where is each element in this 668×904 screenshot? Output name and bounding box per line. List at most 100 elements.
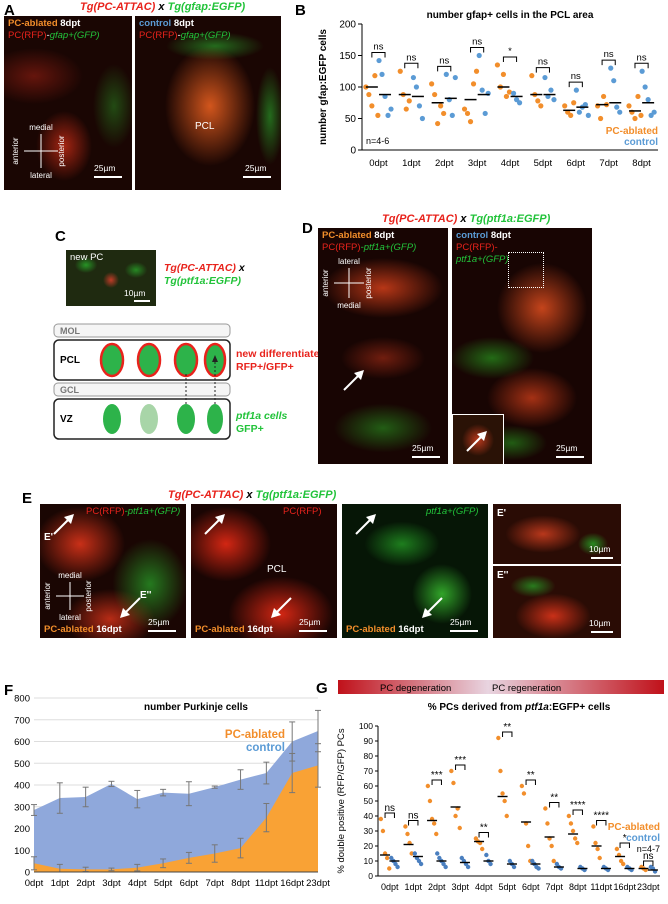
data-point [502, 798, 507, 804]
data-point [413, 84, 420, 90]
data-point [521, 791, 527, 796]
x-tick-label: 2dpt [428, 882, 446, 892]
panel-a-left-image: PC-ablated 8dpt PC(RFP)-gfap+(GFP) media… [4, 16, 132, 190]
significance-bracket [437, 65, 452, 72]
axis-posterior: posterior [84, 580, 93, 611]
scale-bar [450, 630, 478, 632]
axis-compass-a: medial lateral anterior posterior [11, 123, 66, 180]
significance-bracket [431, 779, 442, 785]
y-axis-label: % double positive (RFP/GFP) PCs [336, 728, 347, 873]
data-point [632, 115, 638, 122]
panel-e-gfp-label: ptf1a+(GFP) [426, 506, 479, 517]
x-tick-label: 5dpt [534, 158, 553, 169]
data-point [614, 846, 620, 852]
ptf1a-cell [103, 404, 121, 434]
significance-label: ns [406, 52, 416, 63]
pc-cell [173, 342, 199, 378]
data-point [545, 821, 550, 826]
y-tick-label: 400 [14, 781, 30, 792]
ablated-area [34, 765, 318, 872]
data-point [591, 824, 596, 829]
significance-bracket [596, 820, 607, 826]
data-point [571, 100, 577, 106]
significance-label: ** [527, 770, 535, 781]
data-point [473, 68, 480, 74]
scale-bar [556, 456, 584, 458]
legend-control: control [246, 742, 285, 754]
panel-c-transgene: Tg(PC-ATTAC) x Tg(ptf1a:EGFP) [164, 262, 245, 287]
data-point [380, 828, 386, 834]
data-point [435, 851, 440, 856]
data-point [498, 768, 503, 774]
axis-posterior: posterior [57, 135, 66, 166]
x-tick-label: 8dpt [632, 158, 651, 169]
scale-label: 25µm [148, 617, 170, 627]
ptf1a-cell [177, 404, 195, 434]
data-point [397, 68, 403, 74]
significance-label: ns [384, 803, 395, 814]
significance-bracket [525, 779, 536, 785]
significance-label: ns [637, 52, 647, 63]
significance-label: ** [503, 722, 511, 733]
panel-e-condition: PC-ablated 16dpt [346, 624, 424, 635]
mol-label: MOL [60, 326, 80, 336]
data-point [635, 93, 641, 100]
y-tick-label: 40 [364, 811, 374, 821]
x-tick-label: 11dpt [590, 882, 612, 892]
data-point [431, 821, 437, 826]
data-point [504, 813, 509, 819]
panel-a-title-x: x [158, 1, 165, 13]
data-point [548, 87, 554, 93]
legend-control: control [626, 833, 660, 844]
data-point [617, 109, 623, 115]
n-label: n=4-7 [637, 844, 660, 854]
panel-e-condition: PC-ablated 16dpt [44, 624, 122, 635]
significance-bracket [478, 832, 489, 838]
data-point [435, 120, 441, 127]
data-point [432, 91, 438, 98]
scale-bar [134, 300, 150, 302]
y-tick-label: 100 [339, 83, 356, 94]
arrow-icon [343, 370, 364, 391]
data-point [451, 780, 456, 786]
data-point [438, 103, 444, 109]
panel-letter-d: D [302, 220, 313, 237]
significance-bracket [502, 56, 518, 62]
x-tick-label: 1dpt [404, 882, 422, 892]
vz-label: VZ [60, 414, 73, 425]
data-point [395, 864, 400, 870]
panel-letter-b: B [295, 2, 306, 19]
data-point [639, 68, 645, 74]
y-tick-label: 50 [345, 114, 357, 125]
panel-e-prime-image: E' 10µm [493, 504, 621, 564]
y-tick-label: 200 [14, 824, 30, 835]
axis-anterior: anterior [321, 269, 330, 296]
x-tick-label: 0dpt [369, 158, 388, 169]
panel-d-left-image: PC-ablated 8dpt PC(RFP)-ptf1a+(GFP) late… [318, 228, 448, 464]
data-point [452, 74, 458, 81]
y-tick-label: 500 [14, 759, 30, 770]
data-point [425, 783, 431, 789]
axis-compass-d: lateral medial anterior posterior [321, 257, 373, 310]
significance-bracket [619, 842, 630, 848]
data-point [511, 864, 517, 870]
edprime-label: E'' [140, 590, 152, 601]
axis-medial: medial [29, 123, 53, 132]
significance-bracket [535, 67, 550, 73]
data-point [465, 864, 471, 870]
control-area [34, 731, 318, 872]
significance-label: *** [431, 770, 443, 781]
significance-label: ns [538, 57, 548, 68]
scale-bar [591, 631, 613, 633]
panel-c-schematic: MOL PCL GCL VZ [53, 323, 231, 440]
panel-d-right-pc: PC(RFP)- [456, 242, 498, 253]
data-point [464, 110, 471, 117]
data-point [576, 109, 582, 115]
scale-bar [591, 557, 613, 559]
arrow-icon [355, 514, 376, 535]
y-tick-label: 20 [364, 841, 374, 851]
panel-e-gfp-image: ptf1a+(GFP) PC-ablated 16dpt 25µm [342, 504, 488, 638]
scale-bar [299, 630, 327, 632]
gcl-layer [53, 382, 231, 397]
panel-d-right-ptf: ptf1a+(GFP) [456, 254, 509, 265]
